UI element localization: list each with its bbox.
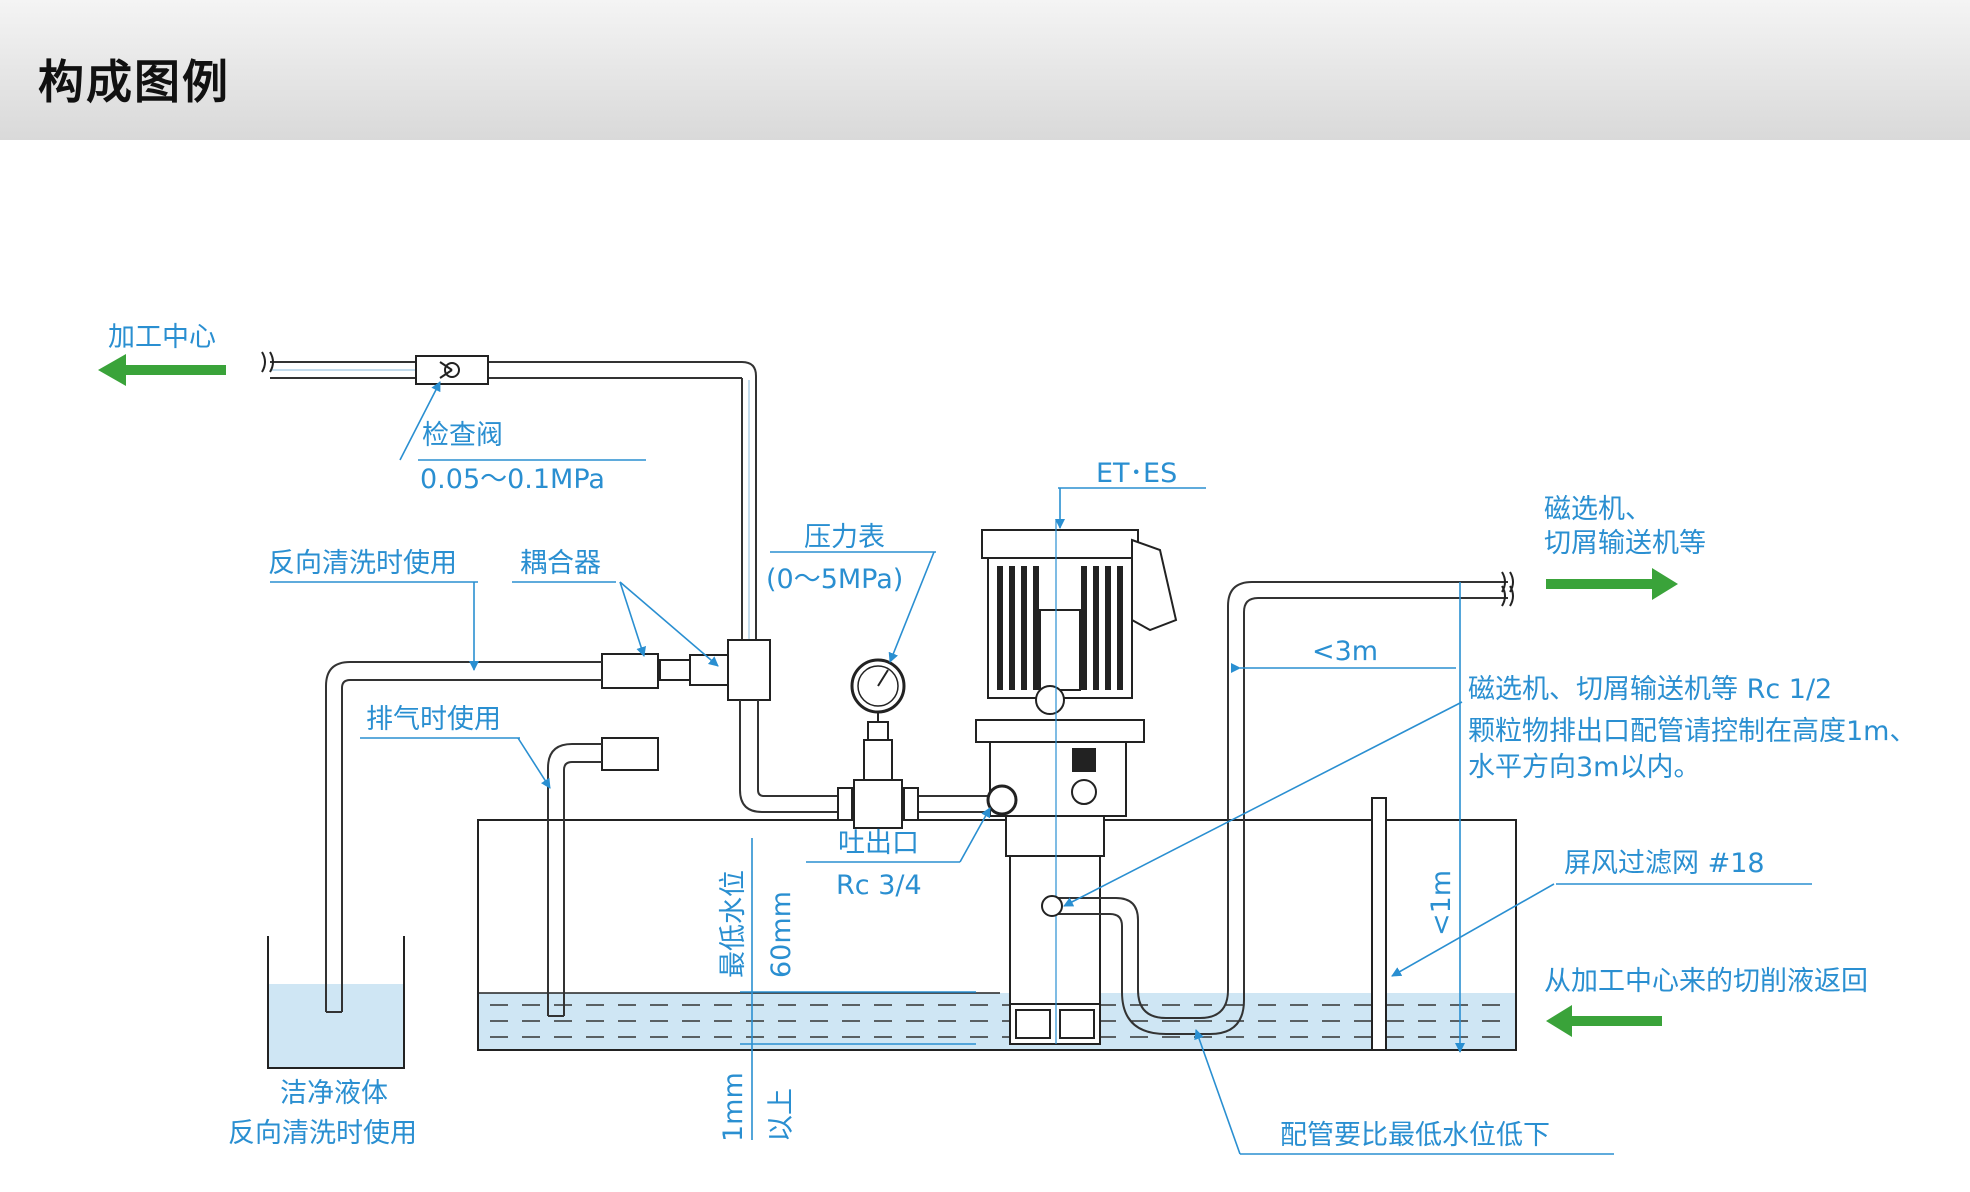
label-depth-1mm: 1mm bbox=[718, 1072, 749, 1142]
vent-pipe bbox=[547, 737, 659, 1017]
label-clean-backwash: 反向清洗时使用 bbox=[228, 1118, 417, 1149]
arrow-to-machining-center bbox=[98, 354, 226, 386]
label-height-1m: <1m bbox=[1426, 870, 1457, 936]
label-min-water-level: 最低水位 bbox=[718, 870, 749, 978]
label-return-fluid: 从加工中心来的切削液返回 bbox=[1544, 966, 1868, 997]
tank bbox=[477, 819, 1517, 1051]
label-discharge-port: 吐出口 bbox=[838, 828, 919, 859]
note-line-1: 磁选机、切屑输送机等 Rc 1/2 bbox=[1468, 674, 1832, 705]
tee-fitting bbox=[727, 639, 840, 813]
label-screen-filter: 屏风过滤网 #18 bbox=[1564, 848, 1765, 879]
check-valve bbox=[415, 355, 489, 385]
label-clean-fluid: 洁净液体 bbox=[280, 1078, 388, 1109]
arrow-to-magnetic-separator bbox=[1546, 568, 1678, 600]
label-magnetic-separator-2: 切屑输送机等 bbox=[1544, 528, 1706, 559]
pressure-gauge bbox=[850, 658, 906, 714]
note-line-2: 颗粒物排出口配管请控制在高度1m、 bbox=[1468, 716, 1916, 747]
pump bbox=[975, 520, 1178, 1045]
header-bar: 构成图例 bbox=[0, 0, 1970, 140]
discharge-pipe bbox=[837, 680, 990, 829]
backwash-pipe bbox=[325, 653, 659, 1013]
label-above: 以上 bbox=[766, 1088, 797, 1142]
label-gauge-range: (0～5MPa) bbox=[766, 564, 903, 595]
arrow-return-fluid bbox=[1546, 1005, 1662, 1037]
label-machining-center: 加工中心 bbox=[108, 322, 216, 353]
label-coupling: 耦合器 bbox=[520, 548, 601, 579]
label-pump-model: ET･ES bbox=[1096, 458, 1177, 489]
label-depth-60mm: 60mm bbox=[766, 891, 797, 978]
label-distance-3m: <3m bbox=[1312, 636, 1378, 667]
screen-filter-plate bbox=[1371, 797, 1387, 1051]
label-check-valve-pressure: 0.05～0.1MPa bbox=[420, 464, 605, 495]
label-check-valve: 检查阀 bbox=[422, 420, 503, 451]
label-vent-use: 排气时使用 bbox=[366, 704, 501, 735]
label-pipe-lower: 配管要比最低水位低下 bbox=[1280, 1120, 1550, 1151]
label-discharge-size: Rc 3/4 bbox=[836, 870, 922, 901]
label-backwash-use: 反向清洗时使用 bbox=[268, 548, 457, 579]
clean-fluid-bucket bbox=[267, 936, 405, 1069]
page-title: 构成图例 bbox=[38, 55, 230, 109]
leader-lines bbox=[270, 381, 1812, 1155]
chip-drain-pipe bbox=[1041, 571, 1514, 1035]
note-line-3: 水平方向3m以内。 bbox=[1468, 752, 1700, 783]
label-magnetic-separator-1: 磁选机、 bbox=[1544, 494, 1652, 525]
label-pressure-gauge: 压力表 bbox=[804, 522, 885, 553]
coupling bbox=[659, 654, 729, 686]
supply-pipe bbox=[261, 351, 757, 640]
